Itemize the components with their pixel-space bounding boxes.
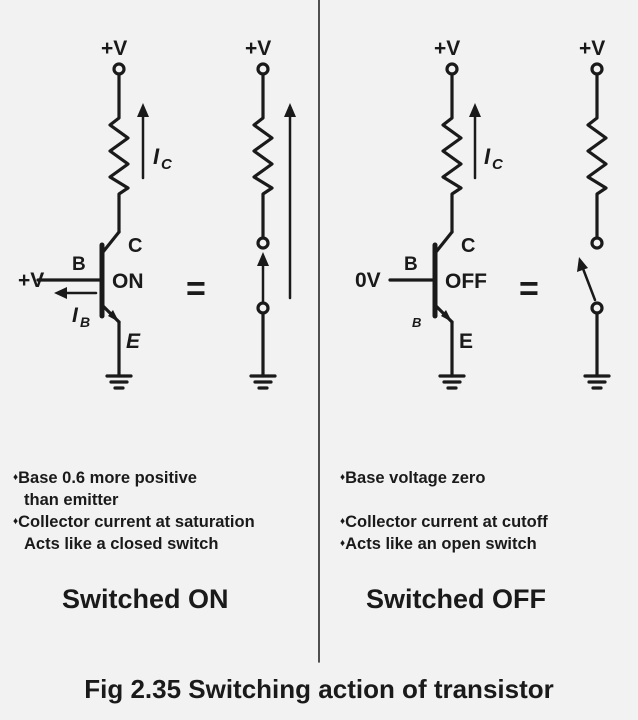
bullet-icon: ♦ (340, 472, 346, 483)
switched-on-heading: Switched ON (62, 584, 229, 614)
on-ic-label: I (153, 144, 160, 169)
off-base-label: B (404, 254, 418, 275)
on-note-1-cont: than emitter (24, 491, 119, 509)
off-base-input-label: 0V (355, 269, 381, 292)
on-collector-label: C (128, 235, 142, 257)
figure-caption: Fig 2.35 Switching action of transistor (84, 674, 554, 704)
off-collector-label: C (461, 235, 475, 257)
off-ic-sub: C (492, 156, 504, 173)
off-small-b-label: B (412, 315, 421, 330)
on-note-2: ♦Collector current at saturation (13, 513, 255, 531)
bullet-icon: ♦ (340, 538, 346, 549)
off-ic-label: I (484, 144, 491, 169)
on-emitter-arrow (108, 310, 119, 322)
on-transistor-circuit (36, 62, 149, 390)
on-collector-lead (101, 230, 121, 254)
bullet-icon: ♦ (340, 516, 346, 527)
off-note-1: ♦Base voltage zero (340, 469, 486, 487)
off-emitter-label: E (459, 330, 473, 353)
on-note-1: ♦Base 0.6 more positive (13, 469, 197, 487)
on-note-3: Acts like a closed switch (24, 535, 219, 553)
switched-off-heading: Switched OFF (366, 584, 547, 614)
on-ic-sub: C (161, 156, 173, 173)
on-switch-supply-label: +V (245, 37, 271, 60)
on-base-input-label: +V (18, 269, 44, 292)
off-note-2: ♦Collector current at cutoff (340, 513, 548, 531)
open-switch-equivalent (577, 62, 611, 390)
closed-switch-equivalent (249, 62, 296, 390)
bullet-icon: ♦ (13, 472, 19, 483)
on-emitter-label: E (126, 330, 141, 353)
on-ground-icon (105, 374, 133, 390)
on-supply-label: +V (101, 37, 127, 60)
on-base-label: B (72, 254, 86, 275)
on-ib-sub: B (80, 314, 90, 330)
on-ib-label: I (72, 304, 79, 327)
on-collector-resistor (108, 72, 130, 234)
off-transistor-circuit (388, 62, 481, 390)
on-equals-sign: = (186, 270, 206, 308)
off-state-label: OFF (445, 270, 487, 293)
bullet-icon: ♦ (13, 516, 19, 527)
off-note-3: ♦Acts like an open switch (340, 535, 537, 553)
off-equals-sign: = (519, 270, 539, 308)
on-state-label: ON (112, 270, 144, 293)
off-switch-supply-label: +V (579, 37, 605, 60)
off-supply-label: +V (434, 37, 460, 60)
